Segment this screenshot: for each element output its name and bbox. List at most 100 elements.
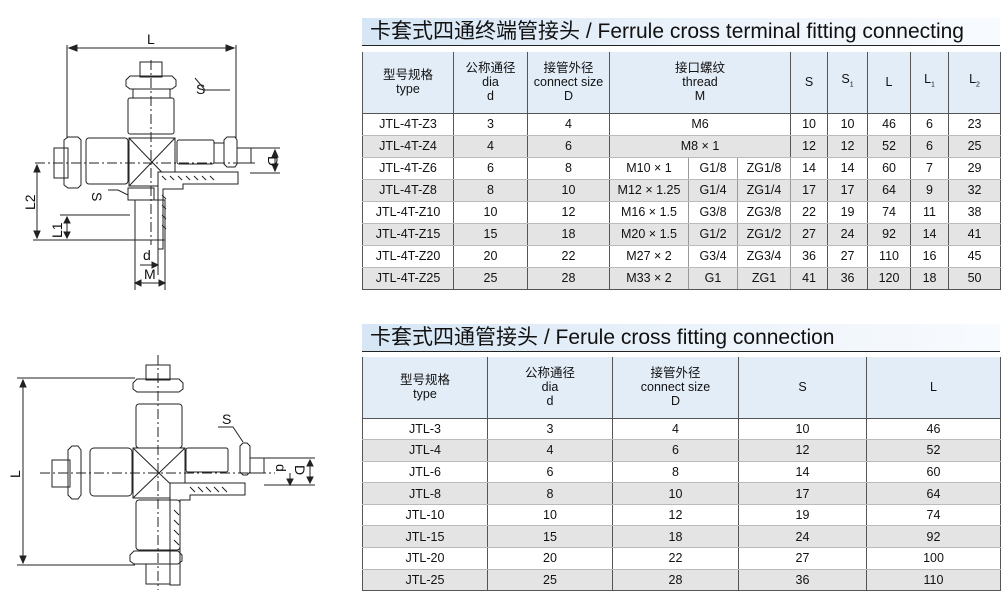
cell-dia: 20 — [487, 547, 613, 570]
cell-dia: 25 — [487, 569, 613, 592]
header-L: L — [866, 357, 1001, 419]
cell-S: 12 — [790, 135, 829, 158]
header-S: S — [790, 52, 829, 114]
cell-L2: 38 — [948, 201, 1002, 224]
cell-type: JTL-4T-Z20 — [362, 245, 454, 268]
cell-S: 17 — [738, 482, 867, 505]
cell-dia: 20 — [453, 245, 528, 268]
cell-connect-size: 8 — [527, 157, 610, 180]
cell-thread: ZG1 — [736, 267, 792, 290]
dim-D: D — [265, 156, 281, 166]
dim-L: L — [7, 470, 23, 478]
cell-L: 100 — [866, 547, 1001, 570]
cell-dia: 3 — [487, 418, 613, 441]
cell-S: 19 — [738, 504, 867, 527]
cell-type: JTL-4T-Z25 — [362, 267, 454, 290]
cell-connect-size: 12 — [527, 201, 610, 224]
cell-dia: 15 — [453, 223, 528, 246]
cell-connect-size: 10 — [612, 482, 739, 505]
cell-L: 74 — [866, 504, 1001, 527]
cell-S: 41 — [790, 267, 829, 290]
terminal-fitting-drawing: L S S D L2 L1 d M — [22, 31, 281, 290]
cell-type: JTL-6 — [362, 461, 488, 484]
header-L1: L1 — [910, 52, 950, 114]
cell-L1: 7 — [910, 157, 950, 180]
cell-L2: 41 — [948, 223, 1002, 246]
cell-dia: 25 — [453, 267, 528, 290]
cell-type: JTL-4T-Z15 — [362, 223, 454, 246]
cell-thread: M12 × 1.25 — [609, 179, 689, 202]
cell-L: 60 — [867, 157, 912, 180]
cell-thread: ZG1/2 — [736, 223, 792, 246]
cell-S: 10 — [790, 113, 829, 136]
header-L2: L2 — [948, 52, 1002, 114]
cell-L: 92 — [866, 525, 1001, 549]
cell-L2: 29 — [948, 157, 1002, 180]
cell-S1: 17 — [827, 179, 869, 202]
cell-dia: 8 — [487, 482, 613, 505]
cell-thread: M16 × 1.5 — [609, 201, 689, 224]
cell-dia: 3 — [453, 113, 528, 136]
cell-connect-size: 12 — [612, 504, 739, 527]
cell-thread: G1/2 — [688, 223, 738, 246]
cell-connect-size: 4 — [527, 113, 610, 136]
header-S1: S1 — [827, 52, 869, 114]
cell-L: 64 — [867, 179, 912, 202]
cell-thread: M10 × 1 — [609, 157, 689, 180]
cell-thread: ZG1/8 — [736, 157, 792, 180]
cell-dia: 10 — [487, 504, 613, 527]
cell-type: JTL-20 — [362, 547, 488, 570]
dim-S-side: S — [89, 192, 105, 201]
cell-connect-size: 28 — [527, 267, 610, 290]
cross-fitting-drawing: L S d D — [7, 355, 315, 590]
cell-connect-size: 18 — [527, 223, 610, 246]
cell-type: JTL-4T-Z10 — [362, 201, 454, 224]
cell-dia: 15 — [487, 525, 613, 549]
cell-type: JTL-3 — [362, 418, 488, 441]
cell-L2: 23 — [948, 113, 1002, 136]
cell-L: 46 — [866, 418, 1001, 441]
dim-S: S — [222, 411, 231, 427]
cell-L2: 25 — [948, 135, 1002, 158]
cell-L: 46 — [867, 113, 912, 136]
dim-d: d — [143, 247, 151, 263]
cell-type: JTL-4T-Z3 — [362, 113, 454, 136]
cell-thread: M6 — [608, 113, 792, 136]
cell-S: 17 — [790, 179, 829, 202]
terminal-fitting-title: 卡套式四通终端管接头 / Ferrule cross terminal fitt… — [362, 18, 1000, 46]
cell-connect-size: 28 — [612, 569, 739, 592]
cell-connect-size: 6 — [612, 439, 739, 462]
cell-S: 14 — [790, 157, 829, 180]
cell-S: 27 — [790, 223, 829, 246]
cell-type: JTL-4 — [362, 439, 488, 462]
dim-M: M — [144, 266, 156, 282]
cell-S1: 12 — [827, 135, 869, 158]
cell-L: 52 — [866, 439, 1001, 462]
cell-L: 60 — [866, 461, 1001, 484]
cell-type: JTL-15 — [362, 525, 488, 549]
cell-connect-size: 22 — [612, 547, 739, 570]
cell-dia: 4 — [453, 135, 528, 158]
cell-S1: 10 — [827, 113, 869, 136]
cell-connect-size: 18 — [612, 525, 739, 549]
